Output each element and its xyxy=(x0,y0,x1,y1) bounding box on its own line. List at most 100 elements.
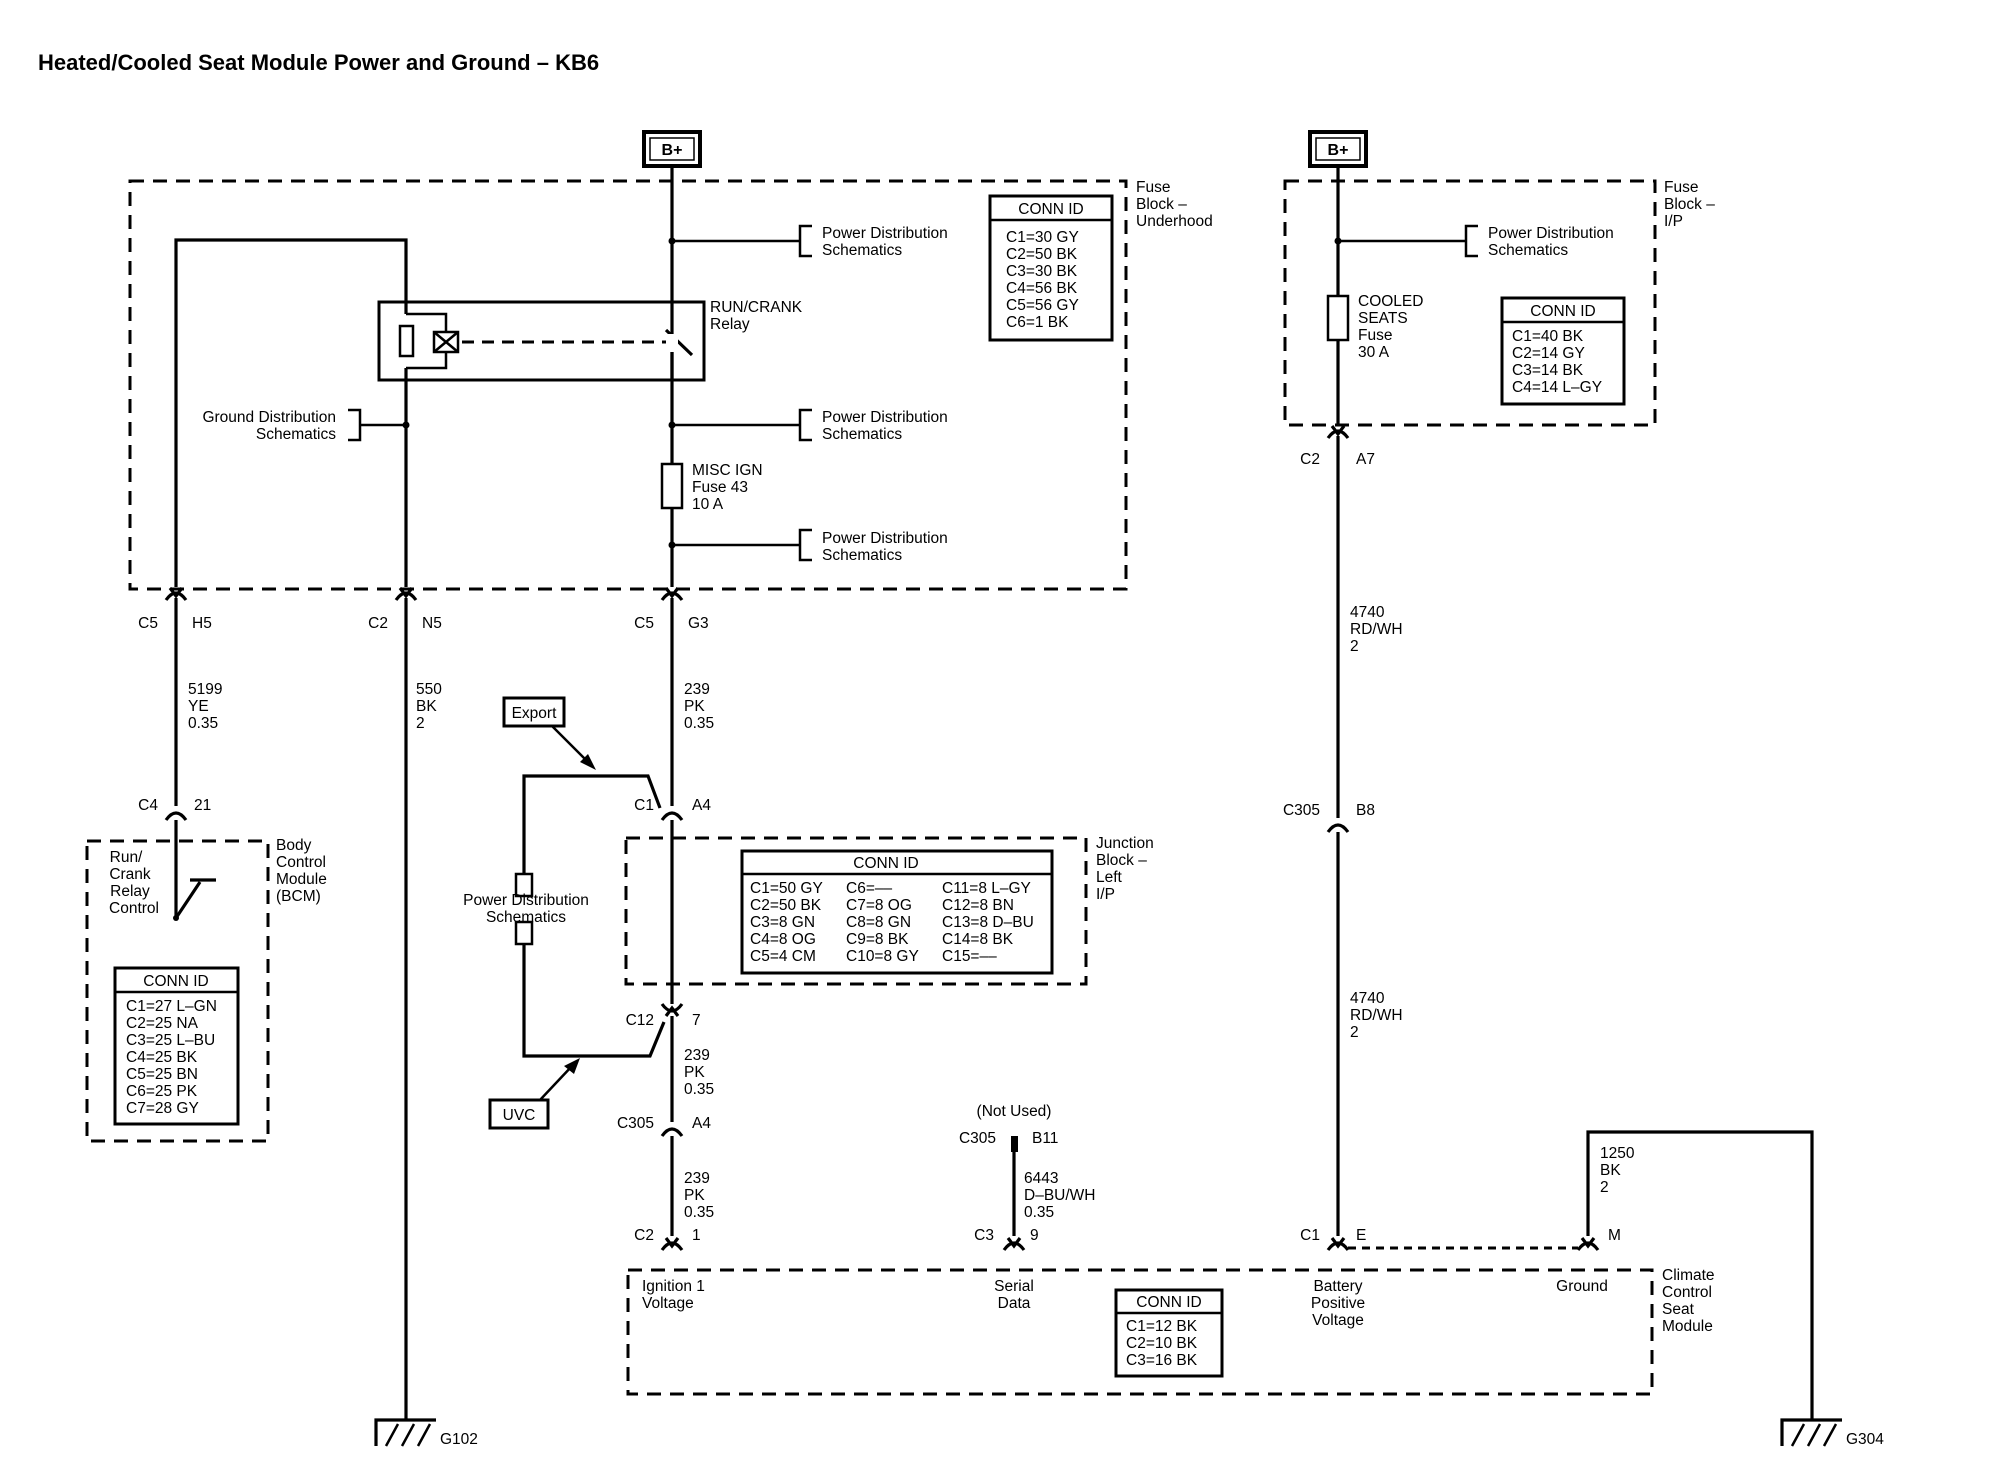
junction-block-left-ip xyxy=(624,836,1088,986)
svg-text:C4=56 BK: C4=56 BK xyxy=(1006,280,1078,297)
svg-text:C1: C1 xyxy=(1300,1227,1320,1244)
svg-text:G3: G3 xyxy=(688,615,709,632)
svg-text:PK: PK xyxy=(684,698,705,715)
svg-text:H5: H5 xyxy=(192,615,212,632)
svg-text:C10=8 GY: C10=8 GY xyxy=(846,948,919,965)
connector-c5-h5: C5 H5 xyxy=(138,587,212,632)
svg-text:Voltage: Voltage xyxy=(642,1295,694,1312)
export-label: Export xyxy=(502,696,596,770)
svg-text:Ground: Ground xyxy=(1556,1278,1608,1295)
svg-text:C6=25 PK: C6=25 PK xyxy=(126,1083,198,1100)
svg-text:Block –: Block – xyxy=(1136,196,1187,213)
svg-text:C3=14 BK: C3=14 BK xyxy=(1512,362,1584,379)
svg-text:M: M xyxy=(1608,1227,1621,1244)
pin-serial-data: Serial Data xyxy=(994,1278,1034,1312)
wire-4740-lower-label: 4740 RD/WH 2 xyxy=(1350,990,1403,1041)
svg-text:2: 2 xyxy=(1600,1179,1609,1196)
connector-c2-1: C2 1 xyxy=(634,1227,701,1251)
svg-text:C305: C305 xyxy=(959,1130,996,1147)
wire-239-middle-label: 239 PK 0.35 xyxy=(684,1047,714,1098)
svg-text:Schematics: Schematics xyxy=(822,547,902,564)
svg-text:G102: G102 xyxy=(440,1431,478,1448)
misc-ign-fuse: MISC IGN Fuse 43 10 A xyxy=(660,462,763,513)
svg-text:C5: C5 xyxy=(634,615,654,632)
svg-text:C3=16 BK: C3=16 BK xyxy=(1126,1352,1198,1369)
svg-text:Ground Distribution: Ground Distribution xyxy=(202,409,336,426)
svg-text:Climate: Climate xyxy=(1662,1267,1715,1284)
svg-text:(BCM): (BCM) xyxy=(276,888,321,905)
ground-g102: G102 xyxy=(374,1418,478,1448)
climate-module-conn-id-table: CONN ID C1=12 BK C2=10 BK C3=16 BK xyxy=(1114,1288,1224,1378)
wire-1250-label: 1250 BK 2 xyxy=(1600,1145,1635,1196)
pin-ignition-voltage: Ignition 1 Voltage xyxy=(642,1278,705,1312)
climate-module-label: Climate Control Seat Module xyxy=(1662,1267,1715,1335)
svg-text:Power Distribution: Power Distribution xyxy=(822,225,948,242)
svg-text:C2: C2 xyxy=(634,1227,654,1244)
svg-text:PK: PK xyxy=(684,1187,705,1204)
svg-text:10 A: 10 A xyxy=(692,496,724,513)
svg-text:239: 239 xyxy=(684,1047,710,1064)
fuse-block-underhood-label: Fuse Block – Underhood xyxy=(1136,179,1213,230)
svg-text:C2=14 GY: C2=14 GY xyxy=(1512,345,1585,362)
connector-c2-n5: C2 N5 xyxy=(368,587,442,632)
svg-text:C4=8 OG: C4=8 OG xyxy=(750,931,816,948)
connector-c2-a7: C2 A7 xyxy=(1300,425,1375,468)
svg-text:5199: 5199 xyxy=(188,681,222,698)
svg-text:C11=8 L–GY: C11=8 L–GY xyxy=(942,880,1031,897)
svg-text:C7=8 OG: C7=8 OG xyxy=(846,897,912,914)
wire-4740-upper-label: 4740 RD/WH 2 xyxy=(1350,604,1403,655)
connector-c5-g3: C5 G3 xyxy=(634,587,709,632)
svg-text:C5: C5 xyxy=(138,615,158,632)
svg-text:C1=40 BK: C1=40 BK xyxy=(1512,328,1584,345)
svg-text:Power Distribution: Power Distribution xyxy=(1488,225,1614,242)
svg-text:CONN ID: CONN ID xyxy=(143,973,208,990)
svg-text:UVC: UVC xyxy=(503,1107,536,1124)
diagram-title: Heated/Cooled Seat Module Power and Grou… xyxy=(38,50,599,75)
svg-text:(Not Used): (Not Used) xyxy=(977,1103,1052,1120)
svg-text:21: 21 xyxy=(194,797,211,814)
svg-text:BK: BK xyxy=(416,698,437,715)
svg-text:2: 2 xyxy=(1350,638,1359,655)
wire-5199-label: 5199 YE 0.35 xyxy=(188,681,222,732)
svg-text:C1=30 GY: C1=30 GY xyxy=(1006,229,1079,246)
svg-text:C2=10 BK: C2=10 BK xyxy=(1126,1335,1198,1352)
pin-ground: Ground xyxy=(1556,1278,1608,1295)
svg-text:30 A: 30 A xyxy=(1358,344,1390,361)
svg-text:C2: C2 xyxy=(1300,451,1320,468)
svg-text:C6=1 BK: C6=1 BK xyxy=(1006,314,1069,331)
svg-text:CONN ID: CONN ID xyxy=(1136,1294,1201,1311)
svg-text:C7=28 GY: C7=28 GY xyxy=(126,1100,199,1117)
svg-text:C4=14 L–GY: C4=14 L–GY xyxy=(1512,379,1602,396)
fuse-block-ip-label: Fuse Block – I/P xyxy=(1664,179,1715,230)
svg-text:2: 2 xyxy=(1350,1024,1359,1041)
uvc-label: UVC xyxy=(488,1058,580,1130)
svg-text:0.35: 0.35 xyxy=(1024,1204,1054,1221)
svg-text:Control: Control xyxy=(276,854,326,871)
svg-text:CONN ID: CONN ID xyxy=(1530,303,1595,320)
svg-text:Data: Data xyxy=(998,1295,1031,1312)
svg-text:Schematics: Schematics xyxy=(1488,242,1568,259)
connector-c12-7: C12 7 xyxy=(626,1003,701,1029)
svg-text:MISC IGN: MISC IGN xyxy=(692,462,763,479)
svg-text:239: 239 xyxy=(684,681,710,698)
svg-text:C2=25 NA: C2=25 NA xyxy=(126,1015,199,1032)
body-control-module xyxy=(85,839,270,1143)
svg-text:A4: A4 xyxy=(692,797,711,814)
svg-text:B11: B11 xyxy=(1032,1130,1058,1147)
svg-text:4740: 4740 xyxy=(1350,990,1385,1007)
svg-text:Block –: Block – xyxy=(1096,852,1147,869)
svg-text:BK: BK xyxy=(1600,1162,1621,1179)
svg-text:A4: A4 xyxy=(692,1115,711,1132)
svg-text:9: 9 xyxy=(1030,1227,1039,1244)
run-crank-relay: RUN/CRANK Relay xyxy=(377,299,803,382)
svg-text:Fuse: Fuse xyxy=(1136,179,1170,196)
svg-text:Control: Control xyxy=(109,900,159,917)
svg-text:0.35: 0.35 xyxy=(684,1081,714,1098)
svg-text:SEATS: SEATS xyxy=(1358,310,1408,327)
svg-text:Schematics: Schematics xyxy=(822,426,902,443)
power-distribution-tap-3: Power Distribution Schematics xyxy=(668,528,948,564)
svg-text:0.35: 0.35 xyxy=(684,715,714,732)
cooled-seats-fuse: COOLED SEATS Fuse 30 A xyxy=(1326,293,1423,361)
svg-text:CONN ID: CONN ID xyxy=(1018,201,1083,218)
